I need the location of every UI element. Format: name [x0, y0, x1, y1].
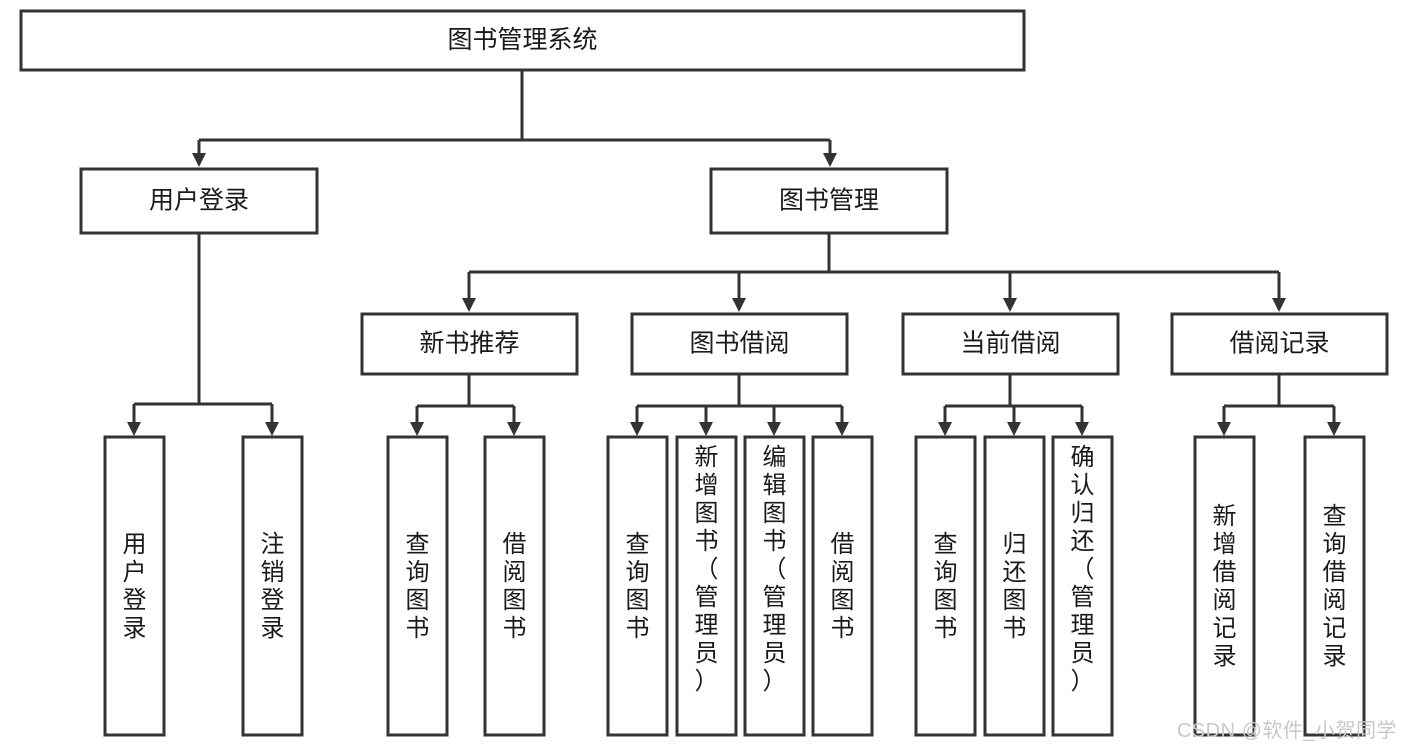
arrow-to-leaf-user-login: [127, 422, 141, 436]
node-label-leaf-return-book: 归还图书: [1003, 531, 1027, 642]
node-label-leaf-query-book-2: 查询图书: [626, 531, 650, 642]
nodes-layer: 图书管理系统用户登录图书管理新书推荐图书借阅当前借阅借阅记录用户登录注销登录查询…: [19, 9, 1389, 737]
edge-currentborrow-to-leaves: [943, 374, 1084, 430]
edge-bookborrow-to-leaves: [635, 374, 844, 430]
node-label-leaf-add-book-admin: 新增图书（管理员）: [695, 444, 719, 695]
arrow-to-leaf-edit-book-admin: [767, 422, 781, 436]
node-leaf-logout[interactable]: 注销登录: [241, 435, 304, 737]
arrow-to-book-manage: [823, 153, 837, 167]
node-label-root: 图书管理系统: [447, 26, 597, 54]
node-leaf-user-login[interactable]: 用户登录: [103, 435, 166, 737]
node-box-leaf-add-borrow-record: [1193, 435, 1256, 737]
edge-root-to-level2: [197, 70, 832, 162]
node-root[interactable]: 图书管理系统: [19, 9, 1026, 72]
node-user-login[interactable]: 用户登录: [79, 167, 319, 235]
arrow-to-user-login: [192, 153, 206, 167]
node-leaf-query-book-2[interactable]: 查询图书: [606, 435, 669, 737]
node-book-borrow[interactable]: 图书借阅: [630, 312, 849, 376]
node-box-leaf-query-book-1: [386, 435, 449, 737]
node-label-leaf-add-borrow-record: 新增借阅记录: [1213, 503, 1237, 670]
arrow-to-leaf-borrow-book-2: [835, 422, 849, 436]
arrow-to-current-borrow: [1003, 298, 1017, 312]
node-leaf-query-borrow-record[interactable]: 查询借阅记录: [1303, 435, 1366, 737]
node-box-leaf-return-book: [983, 435, 1046, 737]
watermark-text: CSDN @软件_小贺同学: [1176, 720, 1397, 742]
edge-userlogin-to-leaves: [132, 233, 274, 430]
node-box-leaf-borrow-book-1: [483, 435, 546, 737]
arrow-to-leaf-logout: [265, 422, 279, 436]
arrow-to-leaf-query-book-1: [410, 422, 424, 436]
edges-layer: [132, 70, 1336, 430]
arrow-to-borrow-record: [1272, 298, 1286, 312]
node-box-leaf-borrow-book-2: [811, 435, 874, 737]
node-label-leaf-user-login: 用户登录: [123, 531, 147, 642]
node-leaf-add-book-admin[interactable]: 新增图书（管理员）: [675, 435, 738, 737]
node-box-leaf-edit-book-admin: [743, 435, 806, 737]
node-box-user-login: [79, 167, 319, 235]
node-box-leaf-query-borrow-record: [1303, 435, 1366, 737]
edge-newbook-to-leaves: [415, 374, 516, 430]
node-book-manage[interactable]: 图书管理: [709, 167, 949, 235]
arrow-to-leaf-return-book: [1007, 422, 1021, 436]
node-borrow-record[interactable]: 借阅记录: [1170, 312, 1389, 376]
node-box-book-manage: [709, 167, 949, 235]
arrow-to-leaf-borrow-book-1: [507, 422, 521, 436]
node-box-current-borrow: [901, 312, 1120, 376]
arrowheads-layer: [127, 153, 1341, 436]
arrow-to-leaf-query-book-3: [938, 422, 952, 436]
node-label-book-borrow: 图书借阅: [689, 330, 789, 358]
arrow-to-leaf-add-book-admin: [699, 422, 713, 436]
arrow-to-leaf-query-book-2: [630, 422, 644, 436]
node-current-borrow[interactable]: 当前借阅: [901, 312, 1120, 376]
node-new-book-recommend[interactable]: 新书推荐: [360, 312, 579, 376]
node-label-user-login: 用户登录: [149, 187, 249, 215]
node-box-root: [19, 9, 1026, 72]
arrow-to-book-borrow: [732, 298, 746, 312]
node-box-leaf-user-login: [103, 435, 166, 737]
node-box-leaf-logout: [241, 435, 304, 737]
node-label-leaf-query-borrow-record: 查询借阅记录: [1323, 503, 1347, 670]
node-leaf-edit-book-admin[interactable]: 编辑图书（管理员）: [743, 435, 806, 737]
arrow-to-leaf-query-borrow-record: [1327, 422, 1341, 436]
arrow-to-new-book-recommend: [462, 298, 476, 312]
node-label-leaf-borrow-book-1: 借阅图书: [503, 531, 527, 642]
node-box-borrow-record: [1170, 312, 1389, 376]
node-label-leaf-query-book-1: 查询图书: [406, 531, 430, 642]
node-leaf-borrow-book-2[interactable]: 借阅图书: [811, 435, 874, 737]
arrow-to-leaf-add-borrow-record: [1217, 422, 1231, 436]
node-label-new-book-recommend: 新书推荐: [419, 330, 519, 358]
node-label-current-borrow: 当前借阅: [960, 330, 1060, 358]
node-label-leaf-confirm-return-admin: 确认归还（管理员）: [1071, 444, 1095, 695]
edge-bookmanage-to-level3: [467, 233, 1281, 307]
node-box-new-book-recommend: [360, 312, 579, 376]
node-label-book-manage: 图书管理: [779, 187, 879, 215]
node-label-borrow-record: 借阅记录: [1229, 330, 1329, 358]
node-leaf-query-book-1[interactable]: 查询图书: [386, 435, 449, 737]
node-box-leaf-query-book-2: [606, 435, 669, 737]
node-label-leaf-edit-book-admin: 编辑图书（管理员）: [763, 444, 787, 695]
node-leaf-borrow-book-1[interactable]: 借阅图书: [483, 435, 546, 737]
node-label-leaf-borrow-book-2: 借阅图书: [831, 531, 855, 642]
node-leaf-query-book-3[interactable]: 查询图书: [914, 435, 977, 737]
node-leaf-confirm-return-admin[interactable]: 确认归还（管理员）: [1051, 435, 1114, 737]
node-box-leaf-add-book-admin: [675, 435, 738, 737]
edge-borrowrecord-to-leaves: [1222, 374, 1336, 430]
node-box-book-borrow: [630, 312, 849, 376]
node-leaf-return-book[interactable]: 归还图书: [983, 435, 1046, 737]
arrow-to-leaf-confirm-return-admin: [1075, 422, 1089, 436]
node-label-leaf-query-book-3: 查询图书: [934, 531, 958, 642]
node-box-leaf-confirm-return-admin: [1051, 435, 1114, 737]
node-label-leaf-logout: 注销登录: [261, 531, 285, 642]
node-box-leaf-query-book-3: [914, 435, 977, 737]
node-leaf-add-borrow-record[interactable]: 新增借阅记录: [1193, 435, 1256, 737]
